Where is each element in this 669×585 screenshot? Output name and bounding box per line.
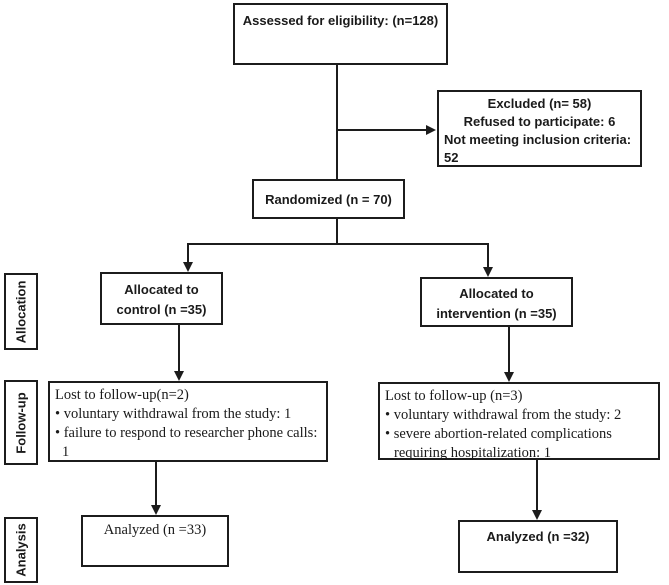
connector-intervention-followup-line	[508, 327, 510, 372]
allocated-intervention-line: Allocated to	[459, 286, 534, 301]
allocated-control-line: Allocated to	[124, 282, 199, 297]
analyzed-intervention-box: Analyzed (n =32)	[458, 520, 618, 573]
lost-intervention-line: • severe abortion-related complications	[385, 426, 612, 442]
excluded-arrowhead-icon	[426, 125, 436, 135]
analyzed-intervention-text: Analyzed (n =32)	[486, 529, 590, 544]
connector-excluded-line	[336, 129, 426, 131]
excluded-line: Refused to participate: 6	[463, 114, 616, 129]
followup-control-arrowhead-icon	[174, 371, 184, 381]
assessed-text: Assessed for eligibility: (n=128)	[242, 13, 439, 28]
excluded-line: Not meeting inclusion criteria:	[444, 132, 632, 147]
lost-to-followup-control-box: Lost to follow-up(n=2) • voluntary withd…	[48, 381, 328, 462]
connector-assessed-randomized-line	[336, 65, 338, 179]
randomized-text: Randomized (n = 70)	[265, 192, 392, 207]
lost-control-line: • failure to respond to researcher phone…	[55, 425, 318, 441]
allocated-intervention-line: intervention (n =35)	[436, 306, 557, 321]
lost-to-followup-intervention-box: Lost to follow-up (n=3) • voluntary with…	[378, 382, 660, 460]
lost-control-line: Lost to follow-up(n=2)	[55, 387, 189, 403]
analyzed-control-arrowhead-icon	[151, 505, 161, 515]
followup-stage-label-box: Follow-up	[4, 380, 38, 465]
connector-followup-analyzed-intervention-line	[536, 460, 538, 510]
assessed-box: Assessed for eligibility: (n=128)	[233, 3, 448, 65]
branch-horizontal-line	[187, 243, 488, 245]
analysis-stage-label: Analysis	[13, 523, 29, 577]
connector-branch-intervention-line	[487, 243, 489, 267]
allocation-intervention-arrowhead-icon	[483, 267, 493, 277]
lost-control-line: 1	[62, 444, 70, 460]
lost-control-line: • voluntary withdrawal from the study: 1	[55, 406, 292, 422]
followup-intervention-arrowhead-icon	[504, 372, 514, 382]
allocation-control-arrowhead-icon	[183, 262, 193, 272]
analyzed-intervention-arrowhead-icon	[532, 510, 542, 520]
connector-followup-analyzed-control-line	[155, 462, 157, 505]
analyzed-control-box: Analyzed (n =33)	[81, 515, 229, 567]
allocated-control-line: control (n =35)	[116, 302, 207, 317]
randomized-box: Randomized (n = 70)	[252, 179, 405, 219]
allocation-stage-label-box: Allocation	[4, 273, 38, 350]
allocated-control-box: Allocated to control (n =35)	[100, 272, 223, 325]
lost-intervention-line: requiring hospitalization: 1	[394, 445, 552, 460]
connector-randomized-branch-line	[336, 219, 338, 244]
analysis-stage-label-box: Analysis	[4, 517, 38, 583]
connector-branch-control-line	[187, 243, 189, 262]
lost-intervention-line: • voluntary withdrawal from the study: 2	[385, 407, 622, 423]
excluded-box: Excluded (n= 58) Refused to participate:…	[437, 90, 642, 167]
allocation-stage-label: Allocation	[13, 280, 29, 343]
analyzed-control-text: Analyzed (n =33)	[103, 522, 207, 538]
followup-stage-label: Follow-up	[13, 391, 29, 454]
excluded-line: Excluded (n= 58)	[487, 96, 592, 111]
allocated-intervention-box: Allocated to intervention (n =35)	[420, 277, 573, 327]
lost-intervention-line: Lost to follow-up (n=3)	[385, 388, 523, 404]
connector-control-followup-line	[178, 325, 180, 371]
excluded-line: 52	[444, 150, 459, 165]
